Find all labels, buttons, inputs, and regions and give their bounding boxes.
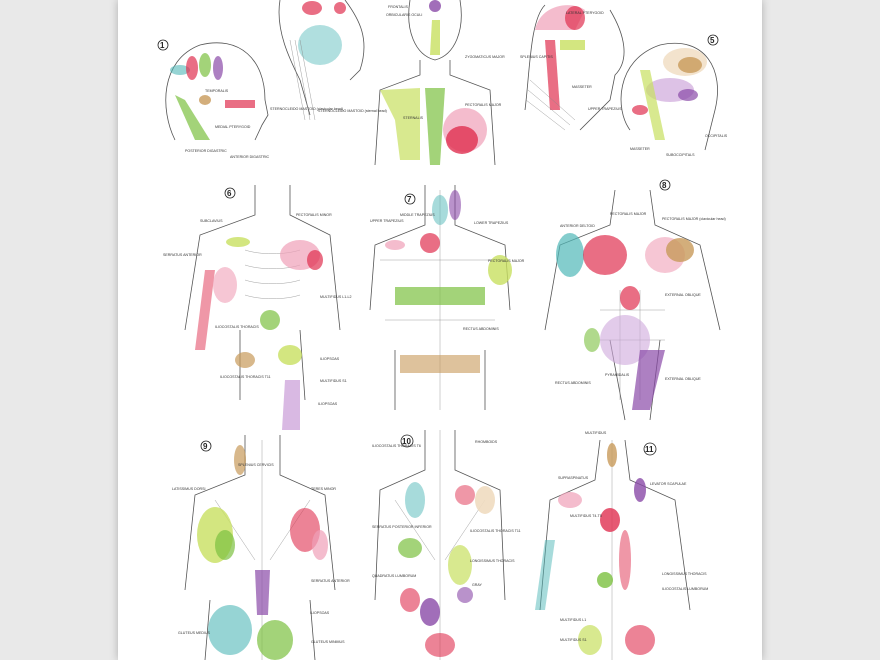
label: LEVATOR SCAPULAE [650, 482, 687, 486]
panel-3: FRONTALIS ORBICULARIS OCULI ZYGOMATICUS … [374, 0, 505, 166]
label: LATISSIMUS DORSI [172, 487, 205, 491]
label: SUPRASPINATUS [558, 476, 589, 480]
label: MULTIFIDUS L1 [560, 618, 586, 622]
label: ILIOPSOAS [318, 402, 338, 406]
panel-2: STERNOCLEIDO MASTOID (clavicular head) S… [270, 0, 387, 121]
label: EXTERNAL OBLIQUE [665, 293, 701, 297]
panel-number: 10 [402, 437, 411, 446]
label: ILIOCOSTALIS LUMBORUM [662, 587, 708, 591]
label: LOWER TRAPEZIUS [474, 221, 509, 225]
label: UPPER TRAPEZIUS [370, 219, 404, 223]
trigger-point-poster: 1 TEMPORALIS MEDIAL PTERYGOID POSTERIOR … [118, 0, 762, 660]
panel-number: 5 [710, 36, 715, 45]
label: STERNALIS [403, 116, 424, 120]
label: SERRATUS POSTERIOR INFERIOR [372, 525, 432, 529]
label: EXTERNAL OBLIQUE [665, 377, 701, 381]
panel-number: 9 [203, 442, 208, 451]
panel-10: 10 ILIOCOSTALIS THORACIS T6 RHOMBOIDS SE… [372, 430, 521, 660]
label: MEDIAL PTERYGOID [215, 125, 251, 129]
label: POSTERIOR DIGASTRIC [185, 149, 227, 153]
label: ORBICULARIS OCULI [386, 13, 422, 17]
label: ILIOPSOAS [320, 357, 340, 361]
label: ILIOCOSTALIS THORACIS T11 [470, 529, 521, 533]
label: ILIOCOSTALIS THORACIS [215, 325, 259, 329]
label: PYRAMIDALIS [605, 373, 630, 377]
label: STERNOCLEIDO MASTOID (sternal head) [318, 109, 387, 113]
panel-number: 6 [227, 189, 232, 198]
panel-number: 7 [407, 195, 412, 204]
label: TEMPORALIS [205, 89, 229, 93]
label: MULTIFIDUS T4-T5 [570, 514, 602, 518]
panel-11: 11 MULTIFIDUS SUPRASPINATUS LEVATOR SCAP… [535, 431, 708, 660]
label: SUBCLAVIUS [200, 219, 223, 223]
label: LATERAL PTERYGOID [566, 11, 604, 15]
label: SUBOCCIPITALS [666, 153, 695, 157]
label: OCCIPITALIS [705, 134, 728, 138]
label: ILIOPSOAS [310, 611, 330, 615]
panel-4: LATERAL PTERYGOID SPLENIUS CAPITIS MASSE… [520, 4, 625, 131]
label: ZYGOMATICUS MAJOR [465, 55, 505, 59]
label: MULTIFIDUS S1 [560, 638, 587, 642]
label: PECTORALIS MAJOR [465, 103, 502, 107]
label: RHOMBOIDS [475, 440, 498, 444]
label: PECTORALIS MAJOR [488, 259, 525, 263]
label: ANTERIOR DELTOID [560, 224, 595, 228]
label: GLUTEUS MEDIUS [178, 631, 211, 635]
panel-6: 6 SUBCLAVIUS PECTORALIS MINOR SERRATUS A… [163, 185, 352, 430]
label: STERNOCLEIDO MASTOID (clavicular head) [270, 107, 343, 111]
label: MASSETER [630, 147, 650, 151]
label: MIDDLE TRAPEZIUS [400, 213, 435, 217]
label: ILIOCOSTALIS THORACIS T11 [220, 375, 271, 379]
label: PECTORALIS MINOR [296, 213, 332, 217]
panel-8: 8 PECTORALIS MAJOR PECTORALIS MAJOR (cla… [544, 179, 726, 421]
label: LONGISSIMUS THORACIS [662, 572, 707, 576]
panel-1: 1 TEMPORALIS MEDIAL PTERYGOID POSTERIOR … [157, 39, 270, 159]
anatomy-diagram: 1 TEMPORALIS MEDIAL PTERYGOID POSTERIOR … [157, 0, 728, 660]
label: RECTUS ABDOMINIS [555, 381, 591, 385]
label: SPLENIUS CAPITIS [520, 55, 553, 59]
label: GLUTEUS MINIMUS [311, 640, 345, 644]
panel-number: 1 [160, 41, 165, 50]
label: FRONTALIS [388, 5, 409, 9]
label: TERES MINOR [311, 487, 336, 491]
label: SERRATUS ANTERIOR [163, 253, 202, 257]
label: UPPER TRAPEZIUS [588, 107, 622, 111]
label: PECTORALIS MAJOR (clavicular head) [662, 217, 726, 221]
label: QUADRATUS LUMBORUM [372, 574, 416, 578]
label: SPLENIUS CERVICIS [238, 463, 274, 467]
label: RECTUS ABDOMINIS [463, 327, 499, 331]
panel-number: 11 [645, 445, 654, 454]
label: MULTIFIDUS S1 [320, 379, 347, 383]
panel-9: 9 SPLENIUS CERVICIS LATISSIMUS DORSI TER… [172, 435, 350, 660]
label: SERRATUS ANTERIOR [311, 579, 350, 583]
label: ILIOCOSTALIS THORACIS T6 [372, 444, 421, 448]
panel-7: 7 MIDDLE TRAPEZIUS UPPER TRAPEZIUS LOWER… [369, 185, 525, 410]
label: PECTORALIS MAJOR [610, 212, 647, 216]
label: GRAY [472, 583, 483, 587]
panel-5: 5 OCCIPITALIS MASSETER SUBOCCIPITALS [620, 34, 728, 157]
label: MULTIFIDUS L1-L2 [320, 295, 352, 299]
label: MASSETER [572, 85, 592, 89]
label: ANTERIOR DIGASTRIC [230, 155, 270, 159]
panel-number: 8 [662, 181, 667, 190]
label: LONGISSIMUS THORACIS [470, 559, 515, 563]
label: MULTIFIDUS [585, 431, 607, 435]
